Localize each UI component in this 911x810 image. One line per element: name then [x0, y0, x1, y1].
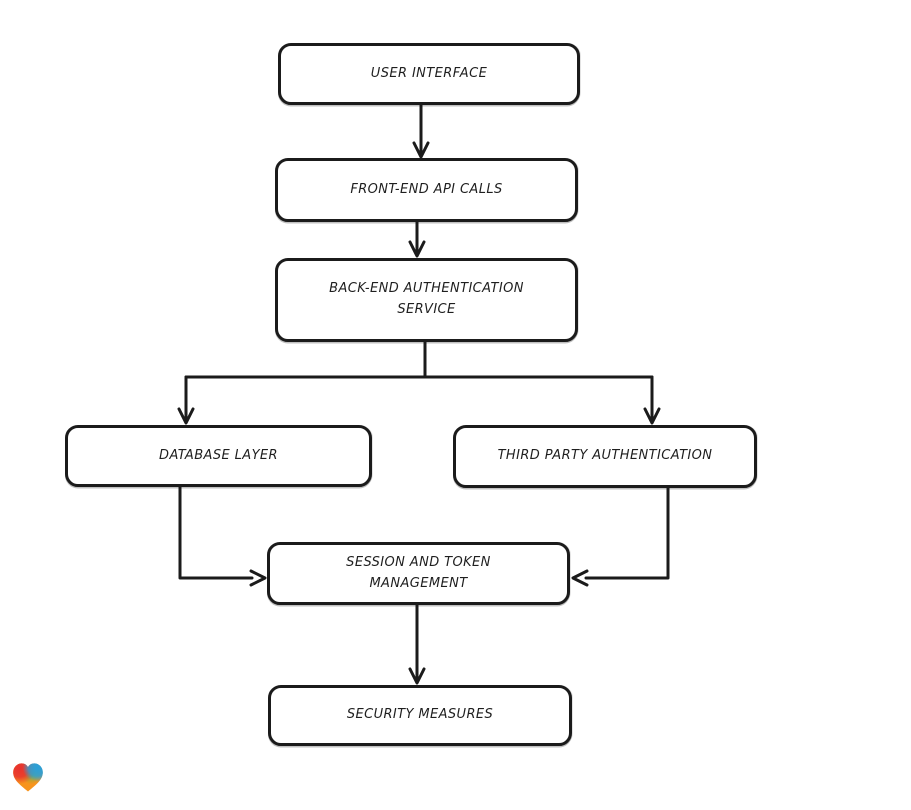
eraser-heart-logo[interactable]: [10, 760, 46, 795]
node-third-party-authentication[interactable]: THIRD PARTY AUTHENTICATION: [453, 425, 757, 488]
arrowhead-down-icon: [408, 240, 426, 258]
node-label: FRONT-END API CALLS: [350, 181, 503, 197]
arrowhead-down-icon: [643, 407, 661, 425]
edge-database-layer-to-session-and-token-management: [178, 485, 267, 587]
arrowhead-left-icon: [571, 569, 589, 587]
node-database-layer[interactable]: DATABASE LAYER: [65, 425, 372, 487]
arrowhead-down-icon: [408, 667, 426, 685]
heart-icon: [13, 763, 43, 792]
node-back-end-authentication-service[interactable]: BACK-END AUTHENTICATION SERVICE: [275, 258, 578, 342]
node-label: THIRD PARTY AUTHENTICATION: [497, 448, 713, 464]
arrowhead-down-icon: [177, 407, 195, 425]
node-label: SECURITY MEASURES: [346, 707, 494, 723]
node-session-and-token-management[interactable]: SESSION AND TOKEN MANAGEMENT: [267, 542, 570, 605]
node-label: SESSION AND TOKEN MANAGEMENT: [346, 554, 491, 591]
node-label: DATABASE LAYER: [159, 447, 278, 463]
node-security-measures[interactable]: SECURITY MEASURES: [268, 685, 572, 746]
arrowhead-right-icon: [249, 569, 267, 587]
node-front-end-api-calls[interactable]: FRONT-END API CALLS: [275, 158, 578, 222]
edge-user-interface-to-front-end-api-calls: [412, 103, 430, 159]
edge-back-end-authentication-service-split: [177, 340, 661, 425]
arrowhead-down-icon: [412, 141, 430, 159]
node-label: USER INTERFACE: [370, 65, 488, 81]
node-label: BACK-END AUTHENTICATION SERVICE: [329, 281, 524, 317]
node-user-interface[interactable]: USER INTERFACE: [278, 43, 580, 105]
edge-third-party-authentication-to-session-and-token-management: [571, 486, 670, 587]
edge-front-end-api-calls-to-back-end-authentication-service: [408, 220, 426, 258]
edge-session-and-token-management-to-security-measures: [408, 603, 426, 685]
